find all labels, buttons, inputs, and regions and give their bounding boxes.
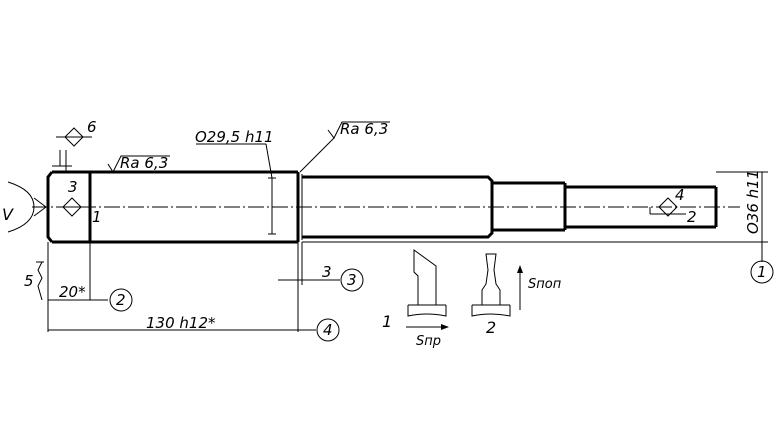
diameter-label-left: O29,5 h11 <box>195 128 274 146</box>
diameter-dim-right <box>302 171 768 262</box>
roughness-symbol-right <box>299 121 390 173</box>
shaft-outline <box>46 170 718 244</box>
cutting-tool-2 <box>471 253 523 317</box>
bottom-dims <box>36 242 340 332</box>
tool-2-label: 2 <box>486 318 496 337</box>
diameter-label-right: O36 h11 <box>744 170 762 234</box>
feed-longitudinal-label: Sпр <box>416 334 441 349</box>
label-1: 1 <box>92 208 102 226</box>
roughness-symbol-left <box>107 155 170 174</box>
dim-130: 130 h12* <box>146 314 216 332</box>
label-2: 2 <box>687 208 697 226</box>
label-4: 4 <box>675 186 685 204</box>
callout-3: 3 <box>347 271 357 289</box>
dim-20: 20* <box>59 283 86 301</box>
callout-circle-1 <box>750 260 774 284</box>
roughness-label-right: Ra 6,3 <box>340 120 388 138</box>
center-support-left <box>7 181 88 233</box>
label-3: 3 <box>68 178 78 196</box>
clamp-symbol <box>52 127 92 172</box>
feed-cross-label: Sпоп <box>528 277 562 292</box>
dim-3: 3 <box>322 263 332 281</box>
center-support-right <box>649 197 686 217</box>
callout-1: 1 <box>757 263 767 281</box>
callout-circle-2 <box>109 288 133 312</box>
callout-4: 4 <box>323 321 333 339</box>
label-5: 5 <box>24 272 34 290</box>
callout-circle-4 <box>316 318 340 342</box>
label-v: V <box>2 205 14 224</box>
callout-2: 2 <box>116 291 126 309</box>
callout-circle-3 <box>340 268 364 292</box>
tool-1-label: 1 <box>382 312 392 331</box>
cutting-tool-1 <box>406 249 449 330</box>
label-6: 6 <box>87 118 97 136</box>
roughness-label-left: Ra 6,3 <box>120 154 168 172</box>
